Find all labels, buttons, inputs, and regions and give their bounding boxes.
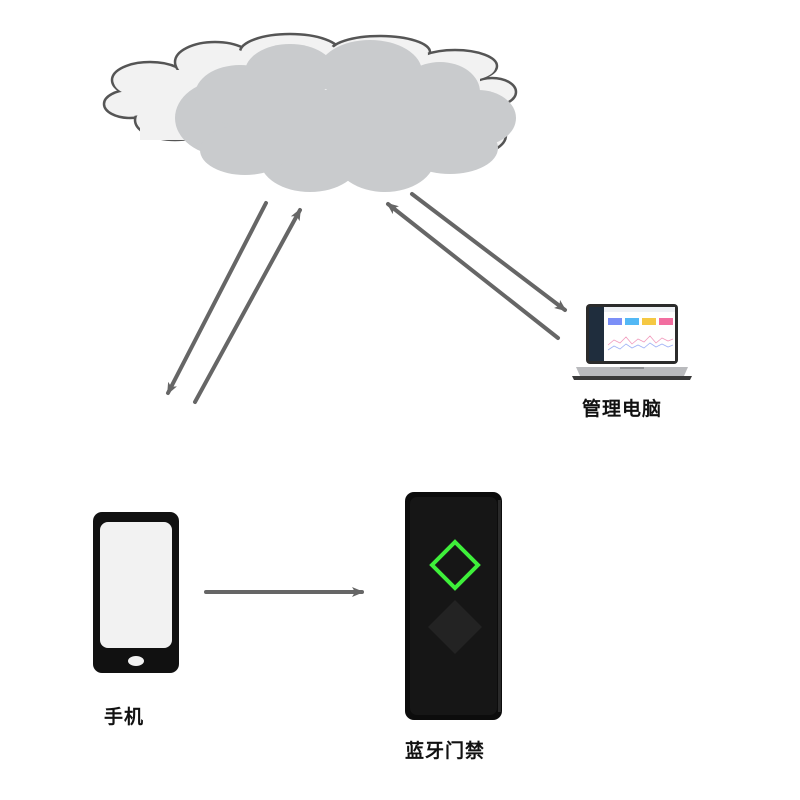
laptop-icon	[572, 304, 692, 380]
smartphone-icon	[93, 512, 179, 673]
connection-arrows	[168, 194, 565, 592]
bluetooth-access-control-label: 蓝牙门禁	[405, 736, 485, 763]
arrow-computer-to-cloud	[388, 204, 558, 338]
management-computer-label: 管理电脑	[582, 394, 662, 421]
arrow-cloud-to-computer	[412, 194, 565, 310]
bluetooth-access-reader-icon	[405, 492, 502, 720]
cloud-icon	[104, 34, 516, 192]
phone-label: 手机	[104, 702, 144, 729]
